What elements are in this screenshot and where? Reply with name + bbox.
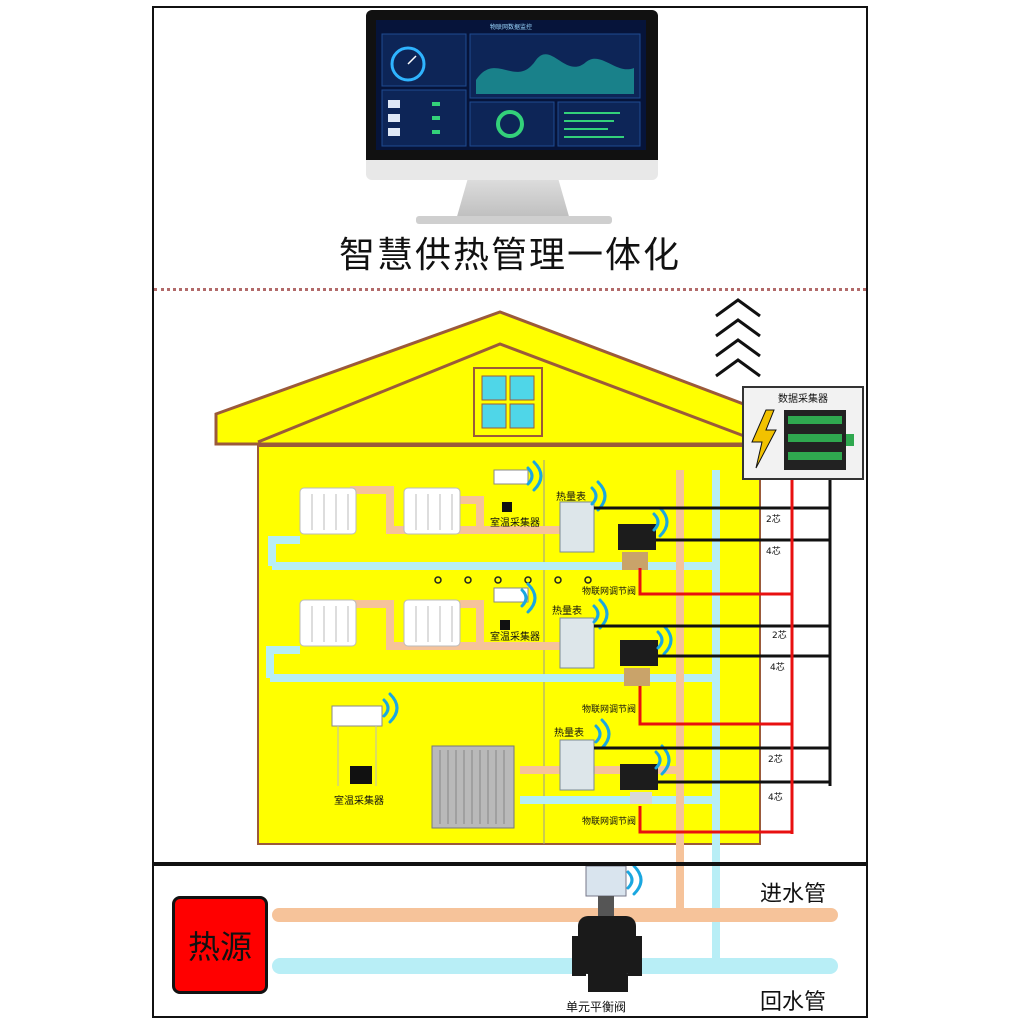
signal-wires bbox=[638, 480, 794, 834]
iot-valves bbox=[618, 524, 658, 804]
finned-radiator bbox=[431, 745, 515, 829]
wifi-icons bbox=[382, 460, 673, 896]
unit-valve-label: 单元平衡阀 bbox=[566, 1000, 627, 1014]
unit-balance-valve bbox=[572, 865, 642, 992]
heat-meter-label-2: 热量表 bbox=[552, 606, 582, 617]
wire-2core-3: 2芯 bbox=[768, 755, 783, 765]
antenna-signal-icon bbox=[715, 298, 761, 378]
monitor-header: 物联网数据监控 bbox=[489, 24, 532, 31]
diagram-frame bbox=[152, 6, 868, 1018]
diagram-title: 智慧供热管理一体化 bbox=[338, 235, 681, 276]
section-divider bbox=[154, 288, 866, 291]
lightning-icon bbox=[751, 409, 777, 469]
wire-4core-2: 4芯 bbox=[770, 663, 785, 673]
monitor-screen: 物联网数据监控 bbox=[376, 20, 646, 150]
supply-pipe-label: 进水管 bbox=[760, 882, 827, 907]
dashboard-graphics bbox=[381, 33, 641, 147]
return-main-pipe bbox=[272, 958, 838, 974]
room-sensor-label-1: 室温采集器 bbox=[490, 518, 540, 529]
valve-label-1: 物联网调节阀 bbox=[582, 587, 637, 597]
valve-label-2: 物联网调节阀 bbox=[582, 705, 637, 715]
return-pipe-label: 回水管 bbox=[760, 990, 827, 1015]
room-temp-sensors bbox=[331, 469, 529, 786]
collector-label: 数据采集器 bbox=[778, 394, 828, 405]
ground-line bbox=[154, 862, 866, 866]
radiators bbox=[299, 487, 461, 647]
data-collector: 数据采集器 bbox=[742, 386, 864, 480]
supply-main-pipe bbox=[272, 908, 838, 922]
room-sensor-label-3: 室温采集器 bbox=[334, 796, 384, 807]
heat-meter-label-3: 热量表 bbox=[554, 728, 584, 739]
wire-4core-1: 4芯 bbox=[766, 547, 781, 557]
valve-label-3: 物联网调节阀 bbox=[582, 817, 637, 827]
room-sensor-label-2: 室温采集器 bbox=[490, 632, 540, 643]
wire-2core-2: 2芯 bbox=[772, 631, 787, 641]
heat-meter-label-1: 热量表 bbox=[556, 492, 586, 503]
heat-meters bbox=[559, 501, 595, 791]
wire-2core-1: 2芯 bbox=[766, 515, 781, 525]
collector-device bbox=[751, 409, 854, 470]
heat-source: 热源 bbox=[172, 896, 268, 994]
wire-4core-3: 4芯 bbox=[768, 793, 783, 803]
